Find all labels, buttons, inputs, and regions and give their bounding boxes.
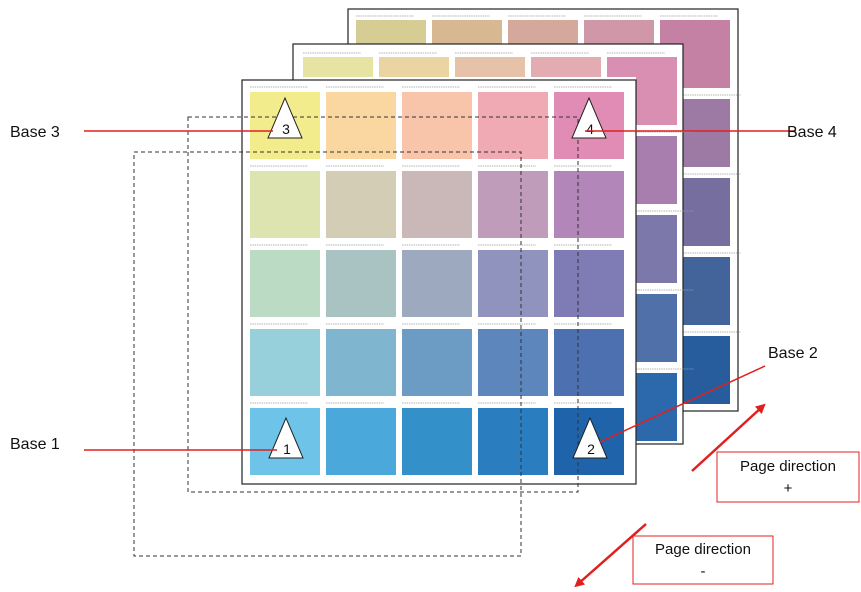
color-swatch	[683, 178, 730, 246]
dashed-outline-lower	[133, 151, 522, 557]
page-direction-minus-arrow	[574, 523, 647, 588]
marker-number: 3	[282, 121, 290, 137]
page-direction-plus-label: Page direction	[740, 458, 836, 475]
color-swatch	[554, 250, 624, 317]
color-swatch	[402, 92, 472, 159]
base3-marker: 3	[267, 96, 303, 139]
marker-number: 2	[587, 441, 595, 457]
page-direction-plus-sign: +	[784, 480, 793, 497]
color-swatch	[636, 373, 677, 441]
base4-marker: 4	[571, 96, 607, 139]
color-swatch	[554, 171, 624, 238]
color-swatch	[478, 171, 548, 238]
page-direction-plus-box: Page direction +	[716, 451, 860, 503]
color-swatch	[478, 329, 548, 396]
page-direction-minus-sign: -	[701, 563, 706, 580]
color-swatch	[326, 171, 396, 238]
color-swatch	[356, 20, 426, 44]
color-swatch	[531, 57, 601, 77]
color-swatch	[402, 408, 472, 475]
color-swatch	[303, 57, 373, 77]
base1-marker: 1	[268, 416, 304, 459]
page-direction-minus-label: Page direction	[655, 541, 751, 558]
base3-label: Base 3	[10, 124, 60, 141]
color-swatch	[478, 92, 548, 159]
color-swatch	[478, 250, 548, 317]
color-swatch	[250, 171, 320, 238]
color-swatch	[478, 408, 548, 475]
color-swatch	[636, 57, 677, 125]
marker-triangle	[572, 416, 608, 459]
base2-marker: 2	[572, 416, 608, 459]
base2-label: Base 2	[768, 345, 818, 362]
front-sheet	[241, 79, 637, 485]
color-swatch	[326, 92, 396, 159]
base1-label: Base 1	[10, 436, 60, 453]
base2-leader-line	[599, 365, 766, 443]
color-swatch	[683, 336, 730, 404]
marker-triangle	[571, 96, 607, 139]
color-swatch	[432, 20, 502, 44]
marker-triangle	[267, 96, 303, 139]
color-swatch	[683, 20, 730, 88]
marker-number: 4	[586, 121, 594, 137]
color-swatch	[683, 257, 730, 325]
color-swatch	[508, 20, 578, 44]
color-swatch	[402, 329, 472, 396]
color-swatch	[326, 250, 396, 317]
color-swatch	[379, 57, 449, 77]
color-swatch	[636, 294, 677, 362]
color-swatch	[326, 329, 396, 396]
dashed-outline-upper	[187, 116, 579, 493]
color-swatch	[402, 171, 472, 238]
marker-triangle	[268, 416, 304, 459]
color-swatch	[636, 136, 677, 204]
color-swatch	[326, 408, 396, 475]
page-direction-plus-arrow	[691, 403, 766, 472]
color-swatch	[636, 215, 677, 283]
base4-label: Base 4	[787, 124, 837, 141]
color-swatch	[683, 99, 730, 167]
color-swatch	[250, 250, 320, 317]
color-swatch	[250, 329, 320, 396]
color-swatch	[455, 57, 525, 77]
color-swatch	[402, 250, 472, 317]
color-swatch	[584, 20, 654, 44]
marker-number: 1	[283, 441, 291, 457]
page-direction-minus-box: Page direction -	[632, 535, 774, 585]
color-swatch	[554, 329, 624, 396]
